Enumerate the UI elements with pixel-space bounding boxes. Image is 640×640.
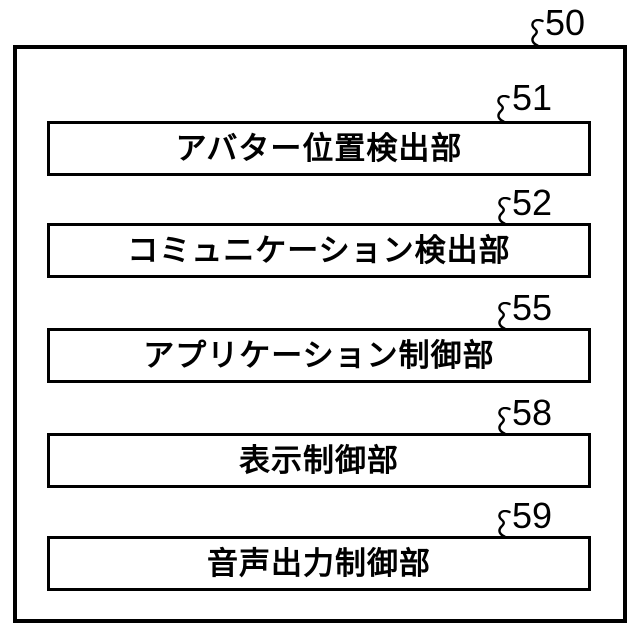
- application-control-unit-box: アプリケーション制御部: [47, 328, 591, 383]
- ref-number-52: 52: [512, 182, 553, 223]
- display-control-unit-label: 表示制御部: [239, 443, 399, 478]
- ref-number-58: 58: [512, 392, 553, 433]
- avatar-position-detection-unit-box: アバター位置検出部: [47, 121, 591, 176]
- ref-number-50: 50: [545, 2, 586, 43]
- audio-output-control-unit-box: 音声出力制御部: [47, 536, 591, 591]
- audio-output-control-unit-label: 音声出力制御部: [207, 546, 431, 581]
- communication-detection-unit-box: コミュニケーション検出部: [47, 223, 591, 278]
- avatar-position-detection-unit-label: アバター位置検出部: [175, 131, 463, 166]
- ref-leader-squiggle-52: [498, 197, 511, 224]
- ref-leader-squiggle-50: [531, 19, 544, 46]
- ref-number-59: 59: [512, 495, 553, 536]
- ref-number-55: 55: [512, 287, 553, 328]
- ref-number-51: 51: [512, 77, 553, 118]
- application-control-unit-label: アプリケーション制御部: [143, 338, 495, 373]
- communication-detection-unit-label: コミュニケーション検出部: [127, 233, 511, 268]
- ref-leader-squiggle-51: [497, 95, 510, 122]
- display-control-unit-box: 表示制御部: [47, 433, 591, 488]
- ref-leader-squiggle-59: [498, 510, 511, 537]
- ref-leader-squiggle-58: [498, 407, 511, 434]
- ref-leader-squiggle-55: [498, 302, 511, 329]
